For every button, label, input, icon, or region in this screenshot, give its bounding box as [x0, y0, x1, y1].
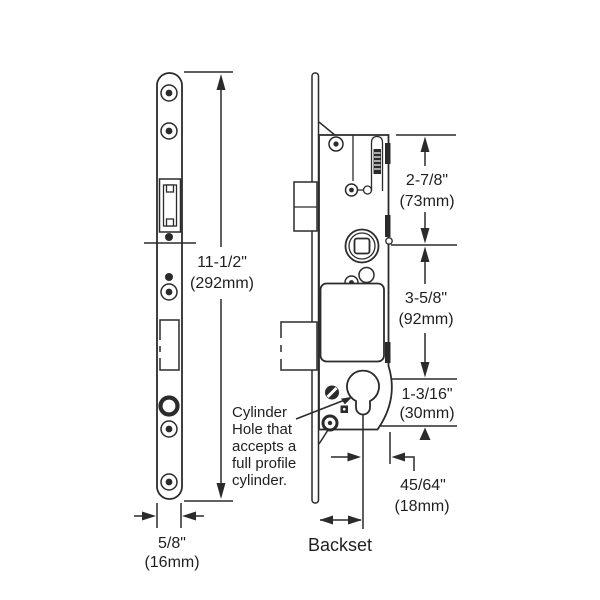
screw-hole-icon — [160, 122, 178, 140]
pin-hole-dot — [165, 273, 173, 281]
dimension-spindle-to-cylinder: 3-5/8" (92mm) — [392, 246, 457, 380]
spindle-hub — [344, 228, 380, 264]
arrow-right-icon — [348, 515, 362, 525]
arrow-up-icon — [420, 136, 430, 152]
note-line-3: accepts a — [232, 438, 297, 455]
width-metric-label: (16mm) — [144, 554, 199, 571]
arrow-left-icon — [182, 511, 196, 521]
leader-line — [295, 398, 347, 420]
top-to-spindle-metric-label: (73mm) — [399, 193, 454, 210]
faceplate-front-view — [144, 72, 196, 500]
arrow-right-icon — [347, 452, 361, 462]
arrow-left-icon — [319, 515, 333, 525]
top-to-spindle-inches-label: 2-7/8" — [406, 172, 448, 189]
mount-gusset — [318, 121, 337, 137]
faceplate-outline — [156, 72, 183, 500]
cylinder-to-bottom-inches-label: 1-3/16" — [401, 386, 452, 403]
spindle-to-cylinder-inches-label: 3-5/8" — [405, 290, 447, 307]
note-line-5: cylinder. — [232, 472, 287, 489]
arrow-up-icon — [419, 427, 431, 440]
spindle-square-icon — [353, 237, 371, 255]
deadbolt — [279, 321, 318, 371]
note-line-2: Hole that — [232, 421, 293, 438]
stop-block — [340, 405, 348, 413]
arrow-up-icon — [216, 74, 226, 90]
screw-hole-icon — [160, 283, 178, 301]
slotted-screw-icon — [325, 385, 339, 400]
dimension-width: 5/8" (16mm) — [134, 503, 204, 571]
edge-notch — [385, 237, 393, 245]
note-line-4: full profile — [232, 455, 296, 472]
gearbox — [319, 282, 385, 363]
screw-hole-icon — [160, 420, 178, 438]
arrow-left-icon — [391, 452, 405, 462]
screw-hole-icon — [160, 84, 178, 102]
arrow-right-icon — [142, 511, 156, 521]
screw-hole-icon — [160, 473, 178, 491]
edge-tab — [385, 215, 391, 237]
arrow-up-icon — [420, 246, 430, 262]
leader-arrow-icon — [341, 396, 353, 405]
arrow-down-icon — [216, 483, 226, 499]
dimension-cylinder-to-bottom: 1-3/16" (30mm) — [380, 386, 457, 440]
deadbolt-cutout — [158, 319, 180, 371]
edge-tab — [385, 342, 391, 363]
dimension-top-to-spindle: 2-7/8" (73mm) — [391, 134, 457, 246]
dimension-height: 11-1/2" (292mm) — [184, 71, 254, 502]
latch-bolt — [293, 181, 318, 232]
dimension-cylinder-offset: 45/64" (18mm) — [331, 432, 450, 515]
arrow-down-icon — [420, 362, 430, 378]
cylinder-hole-front — [158, 395, 180, 417]
cylinder-to-bottom-metric-label: (30mm) — [399, 405, 454, 422]
dimension-backset: Backset — [308, 414, 372, 555]
cylinder-note: Cylinder Hole that accepts a full profil… — [232, 396, 353, 489]
lock-body-side-view — [279, 72, 393, 504]
backset-label: Backset — [308, 535, 372, 555]
note-line-1: Cylinder — [232, 404, 287, 421]
cylinder-offset-metric-label: (18mm) — [394, 498, 449, 515]
faceplate-edge-view — [311, 72, 320, 504]
height-inches-label: 11-1/2" — [197, 254, 247, 271]
screw-icon — [321, 414, 339, 432]
spindle-to-cylinder-metric-label: (92mm) — [398, 311, 453, 328]
cylinder-offset-inches-label: 45/64" — [400, 477, 446, 494]
height-metric-label: (292mm) — [190, 275, 254, 292]
edge-tab — [385, 143, 391, 164]
pin-hole — [358, 266, 375, 284]
width-inches-label: 5/8" — [158, 535, 186, 552]
top-mechanism — [328, 135, 384, 197]
serrated-rack-icon — [373, 149, 381, 174]
spindle-reference-dot — [165, 233, 173, 241]
latch-cutout — [158, 178, 182, 233]
mount-foot — [318, 429, 329, 445]
arrow-down-icon — [420, 228, 430, 244]
